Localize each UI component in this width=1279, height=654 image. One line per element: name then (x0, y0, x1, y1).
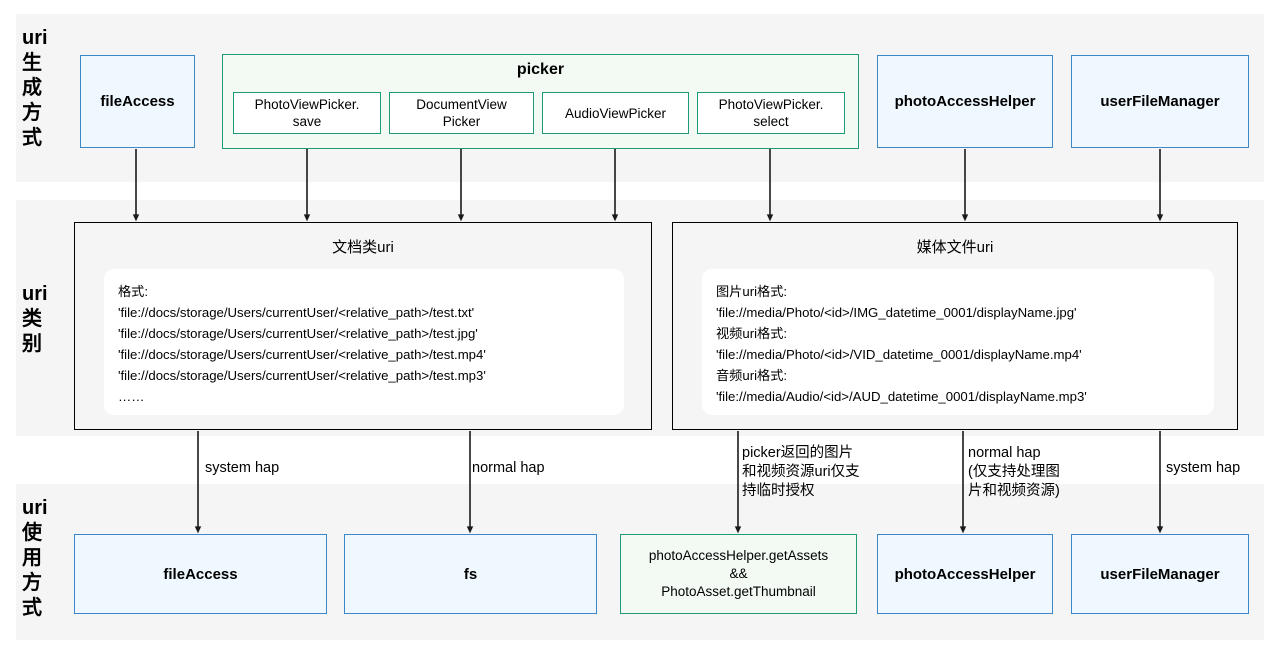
edge-label-system-hap-userfilemanager: system hap (1166, 460, 1241, 476)
document-uri-title: 文档类uri (332, 239, 394, 256)
media-uri-title: 媒体文件uri (916, 239, 994, 256)
node-userfilemanager-generation[interactable]: userFileManager (1071, 55, 1249, 148)
node-photoviewpicker-select[interactable]: PhotoViewPicker. select (697, 92, 845, 134)
node-fileaccess-usage[interactable]: fileAccess (74, 534, 327, 614)
edge-label-normal-hap-fs: normal hap (472, 460, 545, 476)
document-uri-formats: 格式: 'file://docs/storage/Users/currentUs… (104, 269, 624, 415)
row-label-uri-generation: uri 生 成 方 式 (22, 27, 48, 149)
picker-group-title: picker (516, 61, 565, 78)
node-getassets-getthumbnail-usage[interactable]: photoAccessHelper.getAssets && PhotoAsse… (620, 534, 857, 614)
node-photoaccesshelper-usage[interactable]: photoAccessHelper (877, 534, 1053, 614)
node-documentviewpicker[interactable]: DocumentView Picker (389, 92, 534, 134)
node-audioviewpicker[interactable]: AudioViewPicker (542, 92, 689, 134)
row-label-uri-category: uri 类 别 (22, 283, 48, 355)
node-photoaccesshelper-generation[interactable]: photoAccessHelper (877, 55, 1053, 148)
node-photoviewpicker-save[interactable]: PhotoViewPicker. save (233, 92, 381, 134)
edge-label-system-hap-fileaccess: system hap (205, 460, 280, 476)
edge-label-normal-hap-photoaccesshelper: normal hap (仅支持处理图 片和视频资源) (968, 445, 1060, 499)
node-fs-usage[interactable]: fs (344, 534, 597, 614)
row-label-uri-usage: uri 使 用 方 式 (22, 497, 48, 619)
node-userfilemanager-usage[interactable]: userFileManager (1071, 534, 1249, 614)
media-uri-formats: 图片uri格式: 'file://media/Photo/<id>/IMG_da… (702, 269, 1214, 415)
edge-label-picker-temp-auth: picker返回的图片 和视频资源uri仅支 持临时授权 (742, 445, 860, 499)
node-fileaccess-generation[interactable]: fileAccess (80, 55, 195, 148)
